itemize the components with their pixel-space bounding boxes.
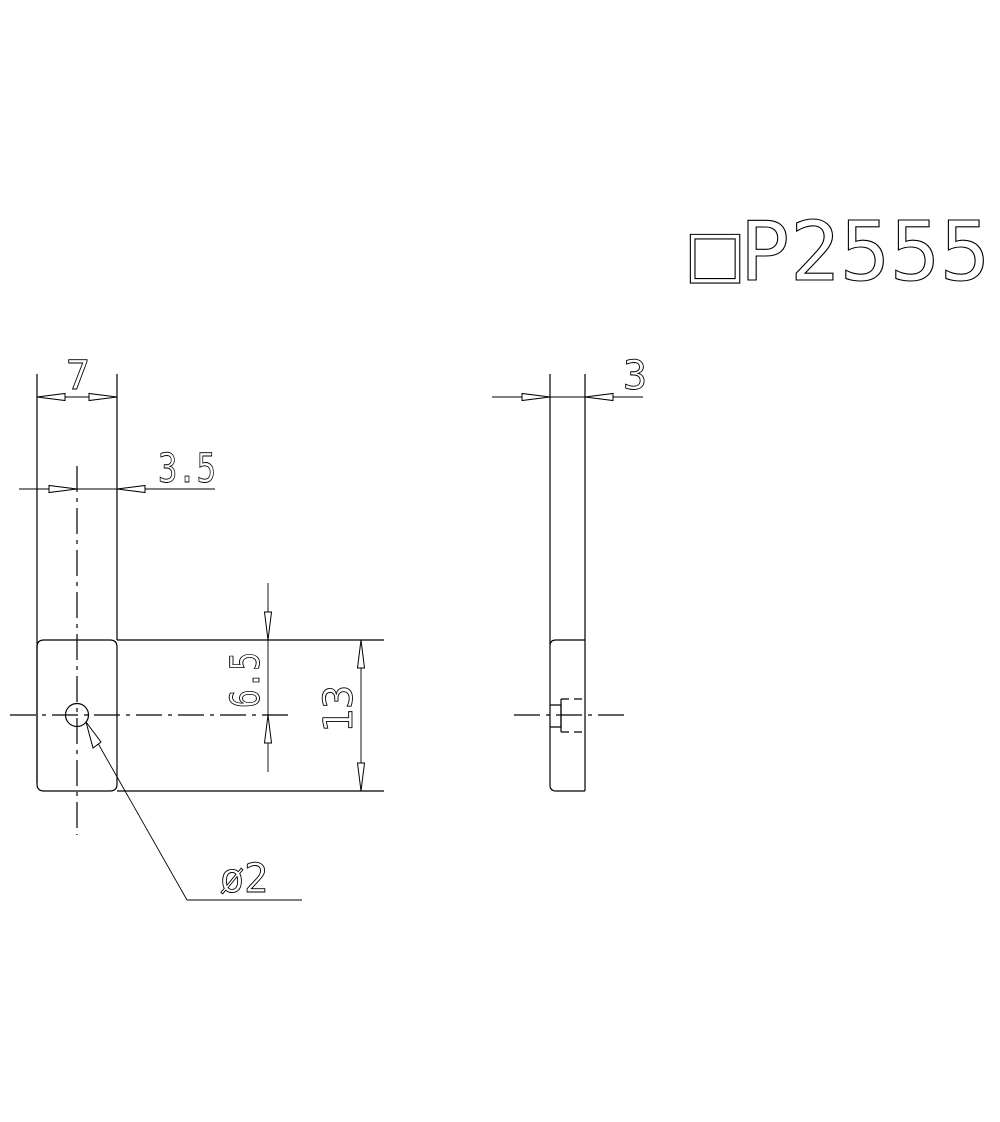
- side-view: 3: [492, 353, 648, 792]
- dim-hole-offset-y-label: 6.5: [223, 652, 269, 708]
- dim-hole-diameter-label: ø2: [220, 856, 268, 902]
- dim-height-label: 13: [316, 685, 362, 733]
- arrow-icon: [584, 392, 614, 402]
- arrow-icon: [116, 484, 146, 494]
- part-number: □P2555: [690, 205, 990, 300]
- front-view: 7 3.5 6.5 13 ø2: [10, 353, 384, 902]
- arrow-icon: [48, 484, 78, 494]
- arrow-icon: [356, 762, 366, 792]
- hole-section-outer: [550, 704, 562, 728]
- leader-line-hole: [86, 723, 302, 901]
- arrow-icon: [36, 392, 66, 402]
- dim-thickness-label: 3: [623, 353, 647, 399]
- front-block-outline: [36, 639, 118, 792]
- arrow-icon: [85, 721, 102, 749]
- dim-width-label: 7: [66, 353, 90, 399]
- hole-circle: [64, 702, 90, 728]
- arrow-icon: [356, 639, 366, 669]
- arrow-icon: [263, 714, 273, 744]
- arrow-icon: [263, 611, 273, 641]
- arrow-icon: [521, 392, 551, 402]
- arrow-icon: [88, 392, 118, 402]
- dim-hole-offset-x-label: 3.5: [158, 446, 216, 492]
